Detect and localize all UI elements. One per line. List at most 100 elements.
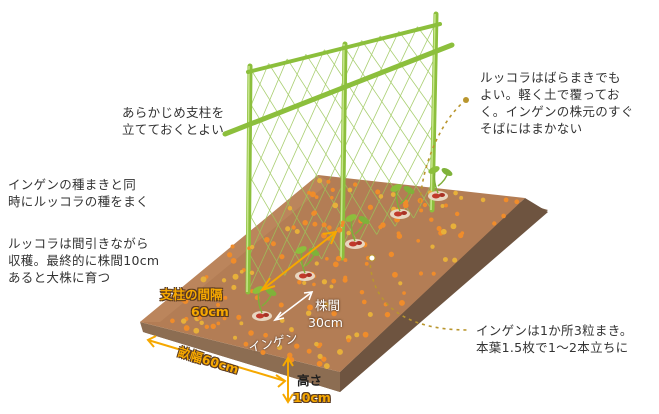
rucola-sprout <box>302 280 307 286</box>
rucola-sprout <box>330 187 335 193</box>
rucola-sprout <box>302 219 308 226</box>
rucola-sprout <box>170 318 175 324</box>
rucola-sprout <box>264 236 270 243</box>
rucola-sprout <box>335 255 342 262</box>
rucola-sprout <box>392 271 398 278</box>
rucola-sprout <box>312 282 316 287</box>
ridge-right-face <box>340 198 548 392</box>
rucola-sprout <box>323 302 329 308</box>
rucola-sprout <box>183 325 190 331</box>
rucola-sprout <box>390 192 396 197</box>
rucola-sprout <box>317 178 323 184</box>
rucola-sprout <box>430 244 435 249</box>
rucola-sprout <box>422 202 428 208</box>
rucola-sprout <box>314 341 319 347</box>
stake-post <box>429 11 439 213</box>
rucola-sprout <box>215 302 221 308</box>
rucola-sprout <box>204 324 210 330</box>
ridge-left-face <box>140 322 340 392</box>
rucola-sprout <box>364 261 369 266</box>
rucola-sprout <box>388 251 395 258</box>
rucola-sprout <box>418 271 424 276</box>
rucola-sprout <box>329 195 334 200</box>
note-harvest: ルッコラは間引きながら 収穫。最終的に株間10cm あると大株に育つ <box>8 236 160 285</box>
rucola-sprout <box>210 323 216 330</box>
bean-seed <box>439 193 445 197</box>
rucola-sprout <box>384 311 391 318</box>
rucola-sprout <box>453 190 458 196</box>
rucola-sprout <box>316 360 323 367</box>
rucola-sprout <box>343 275 348 280</box>
bean-seed <box>349 241 357 247</box>
rucola-sprout <box>352 182 358 187</box>
rucola-sprout <box>460 231 465 235</box>
rucola-sprout <box>332 261 339 268</box>
rucola-sprout <box>294 343 300 349</box>
bean-seed <box>394 211 402 217</box>
ridge-width-arrow <box>146 335 287 388</box>
rucola-sprout <box>287 206 293 211</box>
rucola-sprout <box>201 287 207 293</box>
bean-leaf <box>390 184 402 192</box>
stake-spacing-arrow <box>259 230 338 292</box>
rucola-sprout <box>399 299 405 306</box>
plant-spacing-value: 30cm <box>308 315 343 330</box>
rucola-sprout <box>182 289 188 295</box>
rucola-sprout <box>216 321 221 326</box>
rucola-sprout <box>354 332 360 338</box>
rucola-sprout <box>503 197 509 203</box>
rucola-sprout <box>329 284 334 289</box>
rucola-sprout <box>180 318 187 324</box>
rucola-sprout <box>176 291 182 298</box>
stake-spacing-value: 60cm <box>191 304 229 319</box>
rucola-sprout <box>248 330 254 336</box>
rucola-sprout <box>260 349 266 355</box>
rucola-sprout <box>361 299 367 305</box>
rucola-sprout <box>270 241 276 247</box>
height-title: 高さ <box>297 373 323 388</box>
stake-spacing-title: 支柱の間隔 <box>160 287 223 302</box>
rucola-sprout <box>341 220 345 225</box>
net-strand <box>248 49 325 292</box>
rucola-sprout <box>337 348 343 355</box>
rucola-sprout <box>180 296 186 303</box>
net-strand <box>248 76 322 260</box>
net-strand <box>248 58 288 292</box>
plant-spacing-arrow <box>273 291 314 322</box>
note-beans: インゲンは1か所3粒まき。 本葉1.5枚で1～2本立ちに <box>476 323 633 355</box>
rucola-sprout <box>480 197 486 203</box>
rucola-sprout <box>307 190 311 195</box>
rucola-sprout <box>492 221 497 226</box>
bean-leaf <box>358 216 370 224</box>
rucola-sprout <box>321 279 328 285</box>
net-strand <box>358 22 436 243</box>
rucola-sprout <box>416 238 421 243</box>
rucola-sprout <box>314 195 319 199</box>
bean-seed <box>256 313 264 319</box>
rucola-sprout <box>501 213 506 219</box>
rucola-sprout <box>200 276 207 283</box>
rucola-sprout <box>307 304 313 311</box>
rucola-sprout <box>440 228 447 235</box>
rucola-sprout <box>289 327 294 332</box>
rucola-sprout <box>340 223 345 228</box>
rucola-sprout <box>452 257 458 263</box>
bean-leaf <box>308 248 320 256</box>
rucola-sprout <box>197 315 203 321</box>
note-broadcast: ルッコラはばらまきでも よい。軽く土で覆ってお く。インゲンの株元のすぐ そばに… <box>480 70 634 136</box>
net-strand <box>398 30 436 178</box>
rucola-sprout <box>431 271 436 276</box>
bean-leaf <box>295 246 307 254</box>
rucola-sprout <box>321 356 327 362</box>
bean-leaf <box>345 214 357 222</box>
rucola-sprout <box>314 318 320 323</box>
rucola-sprout <box>378 194 384 199</box>
rucola-sprout <box>346 230 351 236</box>
rucola-sprout <box>249 244 255 250</box>
rucola-sprout <box>230 257 237 264</box>
rucola-sprout <box>436 226 442 232</box>
rucola-sprout <box>318 342 323 347</box>
rucola-sprout <box>367 204 374 210</box>
height-arrow <box>282 356 294 404</box>
rucola-sprout <box>450 223 457 230</box>
